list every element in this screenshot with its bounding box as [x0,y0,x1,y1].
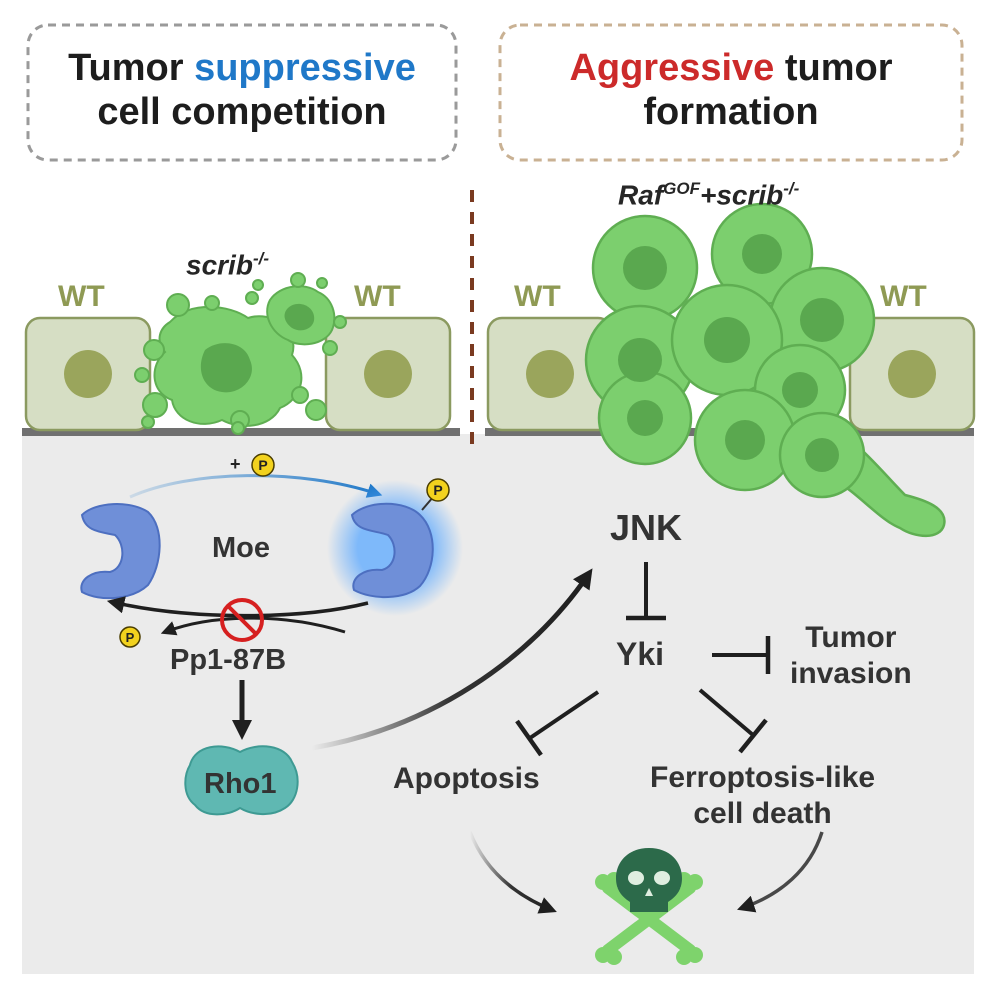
yki-inhibits-ferroptosis [698,688,768,754]
rho1-label: Rho1 [204,768,277,800]
pathway-panel [22,434,974,974]
rho1-protein [184,745,299,816]
scrib-mutant-cell [134,272,347,435]
left-title-part1: Tumor [68,47,195,89]
inhibited-symbol [220,598,264,642]
moe-label: Moe [212,532,270,564]
left-genotype-label: scrib-/- [186,250,269,279]
ferroptosis-label: Ferroptosis-like cell death [650,760,875,832]
yki-inhibits-apoptosis [515,690,600,757]
dephosphorylation-arrow [106,596,369,618]
left-title-line2: cell competition [97,91,387,133]
right-title-box [498,23,964,162]
pp1-87b-label: Pp1-87B [170,644,287,676]
left-genotype-sup: -/- [252,249,269,268]
phospho-badge-released: P [119,626,141,648]
jnk-inhibits-yki [626,562,666,621]
svg-text:P: P [258,457,267,473]
svg-text:P: P [126,630,135,645]
wt-label-3: WT [514,280,561,313]
right-title-line2: formation [643,91,819,133]
right-title-highlight: Aggressive [569,47,775,89]
moe-unphosphorylated [80,503,161,600]
left-genotype-base: scrib [186,249,253,281]
ferroptosis-to-death-arrow [737,831,824,913]
svg-text:P: P [433,482,442,498]
phospho-badge-top: P [251,453,275,477]
skull-crossbones-icon [595,848,703,965]
right-genotype-mid: +scrib [699,179,784,211]
wt-cell-right-panel-left [324,316,452,432]
wt-label-1: WT [58,280,105,313]
right-title-part1: tumor [774,47,893,89]
tumor-invasion-line1: Tumor [805,621,897,654]
moe-phosphorylated: P [327,478,463,616]
right-genotype-base: Raf [618,179,664,211]
left-title-highlight: suppressive [194,47,416,89]
tumor-invasion-line2: invasion [790,657,912,690]
wt-label-4: WT [880,280,927,313]
apoptosis-label: Apoptosis [393,762,540,795]
phosphate-release-arrow [160,616,346,636]
wt-label-2: WT [354,280,401,313]
tumor-mass [584,202,946,538]
right-title: Aggressive tumor formation [500,46,962,134]
phospho-plus-label: + [230,454,241,474]
wt-cell-right-panel-right [848,316,976,432]
wt-cell-left-panel-left [24,316,152,432]
phosphorylation-arrow [129,474,383,499]
yki-label: Yki [616,636,665,672]
ferroptosis-line1: Ferroptosis-like [650,761,876,794]
right-genotype-label: RafGOF+scrib-/- [618,180,799,209]
jnk-label: JNK [610,507,683,548]
right-genotype-sup1: GOF [663,179,700,198]
left-title-box [26,23,458,162]
right-genotype-sup2: -/- [783,179,800,198]
rho1-to-jnk-arrow [311,568,593,751]
yki-inhibits-invasion [712,636,771,674]
ferroptosis-line2: cell death [693,797,832,830]
left-title: Tumor suppressive cell competition [28,46,456,134]
apoptosis-to-death-arrow [468,831,557,914]
tumor-invasion-label: Tumor invasion [790,620,912,692]
